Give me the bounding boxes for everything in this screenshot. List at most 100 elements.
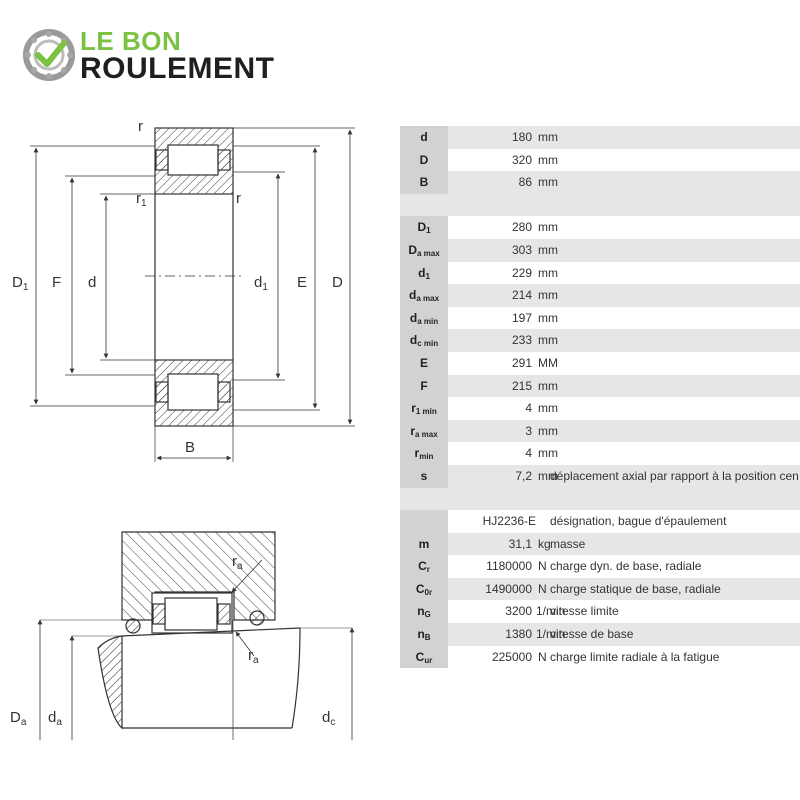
bearing-check-icon — [23, 29, 75, 81]
label-r-top: r — [138, 118, 143, 135]
row-symbol: ra max — [400, 419, 448, 443]
row-value: 229 — [511, 265, 532, 280]
row-unit: mm — [538, 423, 558, 438]
row-value: HJ2236-E — [482, 514, 536, 529]
row-description: vitesse de base — [550, 627, 634, 642]
row-symbol: da min — [400, 306, 448, 330]
row-unit: N — [538, 559, 547, 574]
row-unit: MM — [538, 355, 558, 370]
row-unit: mm — [538, 152, 558, 167]
row-symbol: B — [400, 171, 448, 194]
bearing-section-view — [30, 127, 355, 462]
table-row: ra max 3 mm — [400, 419, 800, 443]
row-value: 4 — [525, 446, 532, 461]
table-row: da max 214 mm — [400, 284, 800, 307]
row-value: 280 — [511, 220, 532, 235]
row-value: 180 — [511, 130, 532, 144]
row-symbol — [400, 510, 448, 533]
row-symbol: r1 min — [400, 397, 448, 420]
row-unit: mm — [538, 288, 558, 303]
row-description: charge dyn. de base, radiale — [550, 559, 702, 574]
label-d: d — [88, 274, 96, 291]
row-unit: mm — [538, 175, 558, 190]
row-value: 31,1 — [508, 536, 532, 551]
row-symbol: C0r — [400, 577, 448, 601]
table-spacer — [400, 487, 800, 511]
row-unit: mm — [538, 242, 558, 257]
logo-text-le-bon: LE BON — [80, 26, 182, 56]
row-unit: kg — [538, 536, 551, 551]
row-value: 4 — [525, 401, 532, 416]
row-unit: mm — [538, 446, 558, 461]
table-row: E 291 MM — [400, 351, 800, 375]
label-D: D — [332, 274, 343, 291]
row-symbol: E — [400, 351, 448, 375]
table-row: B 86 mm — [400, 171, 800, 194]
row-unit: mm — [538, 220, 558, 235]
row-value: 86 — [518, 175, 532, 190]
row-description: désignation, bague d'épaulement — [550, 514, 727, 529]
row-value: 1180000 — [486, 559, 532, 574]
row-value: 225000 — [491, 649, 532, 664]
row-symbol: da max — [400, 284, 448, 307]
label-F: F — [52, 274, 61, 291]
row-value: 214 — [511, 288, 532, 303]
row-symbol: s — [400, 464, 448, 488]
row-symbol: F — [400, 374, 448, 398]
row-symbol: nG — [400, 600, 448, 624]
table-row: HJ2236-E désignation, bague d'épaulement — [400, 510, 800, 533]
row-value: 291 — [511, 355, 532, 370]
row-symbol: Cur — [400, 645, 448, 669]
row-symbol: D1 — [400, 216, 448, 239]
row-value: 3200 — [505, 604, 532, 619]
row-symbol: m — [400, 532, 448, 556]
label-da: da — [48, 709, 62, 728]
row-description: vitesse limite — [550, 604, 619, 619]
row-description: déplacement axial par rapport à la posit… — [550, 468, 799, 483]
bearing-technical-drawing: r r1 r D1 F d d1 E D B — [10, 118, 355, 740]
row-symbol: d1 — [400, 261, 448, 285]
label-ra-bottom: ra — [248, 647, 259, 666]
label-r1: r1 — [136, 190, 147, 209]
label-dc: dc — [322, 709, 335, 728]
row-value: 3 — [525, 423, 532, 438]
row-symbol: nB — [400, 623, 448, 646]
table-row: d 180 mm — [400, 126, 800, 149]
row-value: 303 — [511, 242, 532, 257]
logo-text-roulement: ROULEMENT — [80, 52, 275, 85]
row-value: 197 — [511, 310, 532, 325]
label-d1: d1 — [254, 274, 268, 293]
row-symbol: dc min — [400, 329, 448, 352]
row-description: charge statique de base, radiale — [550, 581, 721, 596]
row-value: 1490000 — [485, 581, 532, 596]
row-symbol: d — [400, 126, 448, 149]
row-value: 215 — [511, 378, 532, 393]
label-D1: D1 — [12, 274, 29, 293]
mounting-view — [37, 531, 355, 740]
row-description: masse — [550, 536, 586, 551]
row-unit: mm — [538, 401, 558, 416]
table-row: r1 min 4 mm — [400, 397, 800, 420]
label-ra-top: ra — [232, 553, 243, 572]
brand-logo: LE BON ROULEMENT — [22, 26, 302, 86]
row-symbol: Cr — [400, 555, 448, 578]
label-r-mid: r — [236, 190, 241, 207]
row-unit: 1/min — [536, 604, 566, 619]
row-unit: mm — [538, 130, 558, 144]
row-unit: N — [538, 581, 547, 596]
table-row: D1 280 mm — [400, 216, 800, 239]
table-spacer — [400, 193, 800, 217]
row-unit: 1/min — [536, 627, 566, 642]
row-value: 320 — [511, 152, 532, 167]
